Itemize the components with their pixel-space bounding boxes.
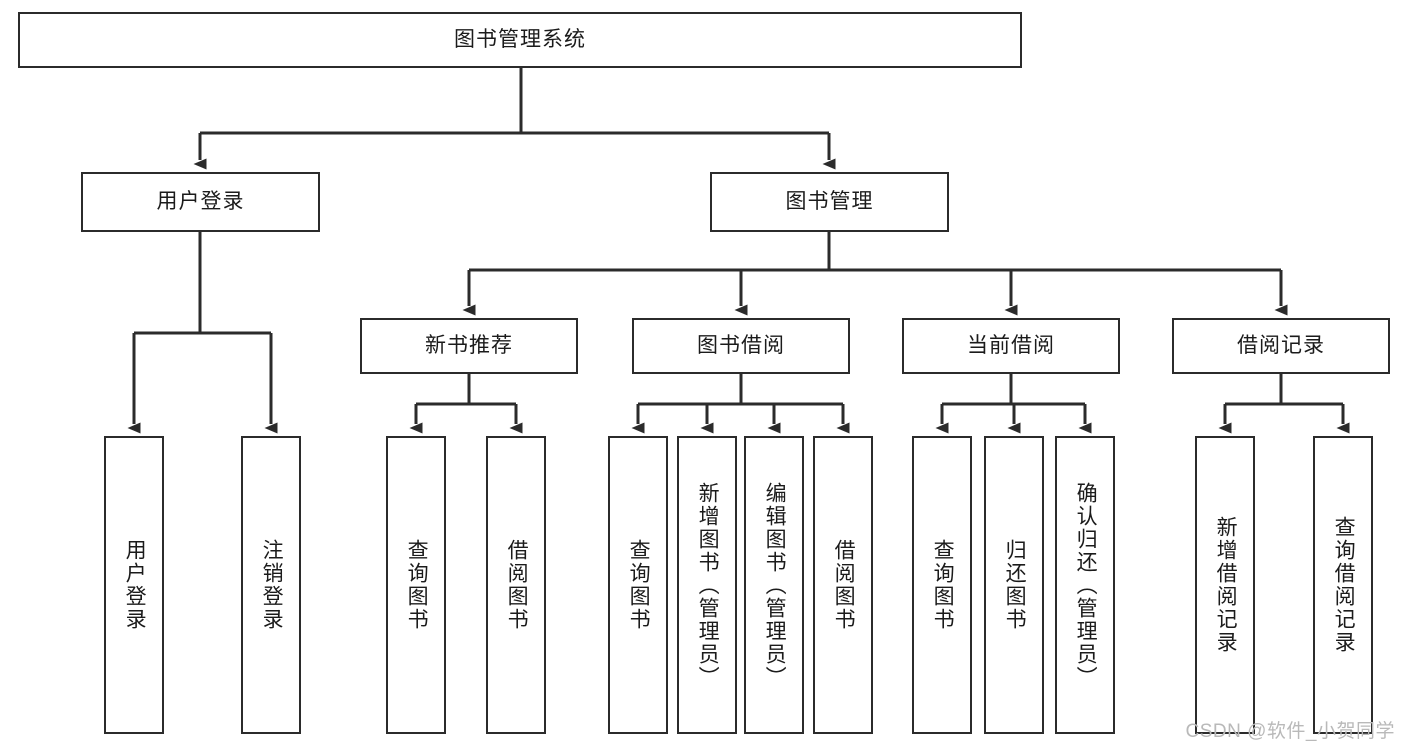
node-leaf-query-book-borrow[interactable]: 查询图书	[608, 436, 668, 734]
node-leaf-query-book-current[interactable]: 查询图书	[912, 436, 972, 734]
node-leaf-query-book-recommend[interactable]: 查询图书	[386, 436, 446, 734]
node-leaf-add-book-admin[interactable]: 新增图书（管理员）	[677, 436, 737, 734]
node-label-leaf-query-book-recommend: 查询图书	[405, 539, 429, 631]
node-label-leaf-query-book-current: 查询图书	[931, 539, 955, 631]
node-book-management[interactable]: 图书管理	[710, 172, 949, 232]
node-label-borrow-record: 借阅记录	[1237, 334, 1325, 358]
node-label-leaf-logout: 注销登录	[260, 539, 284, 631]
node-label-root: 图书管理系统	[454, 28, 586, 52]
user-login-connectors	[127, 232, 278, 434]
node-leaf-borrow-book-recommend[interactable]: 借阅图书	[486, 436, 546, 734]
node-leaf-logout[interactable]: 注销登录	[241, 436, 301, 734]
book-management-connectors	[462, 232, 1288, 316]
node-borrow-record[interactable]: 借阅记录	[1172, 318, 1390, 374]
borrow-record-connectors	[1218, 374, 1350, 434]
node-label-book-management: 图书管理	[785, 190, 874, 214]
node-label-leaf-add-borrow-record: 新增借阅记录	[1214, 516, 1238, 654]
node-leaf-add-borrow-record[interactable]: 新增借阅记录	[1195, 436, 1255, 734]
node-label-new-book-recommend: 新书推荐	[425, 334, 513, 358]
node-leaf-query-borrow-record[interactable]: 查询借阅记录	[1313, 436, 1373, 734]
node-label-leaf-user-login: 用户登录	[123, 539, 147, 631]
root-connectors	[193, 68, 836, 170]
node-label-leaf-query-borrow-record: 查询借阅记录	[1332, 516, 1356, 654]
node-leaf-confirm-return-admin[interactable]: 确认归还（管理员）	[1055, 436, 1115, 734]
node-leaf-user-login[interactable]: 用户登录	[104, 436, 164, 734]
node-label-user-login: 用户登录	[156, 190, 245, 214]
node-leaf-return-book[interactable]: 归还图书	[984, 436, 1044, 734]
current-borrow-connectors	[935, 374, 1092, 434]
node-leaf-borrow-book[interactable]: 借阅图书	[813, 436, 873, 734]
node-label-current-borrow: 当前借阅	[967, 334, 1055, 358]
node-label-leaf-borrow-book-recommend: 借阅图书	[505, 539, 529, 631]
node-label-leaf-borrow-book: 借阅图书	[832, 539, 856, 631]
node-root[interactable]: 图书管理系统	[18, 12, 1022, 68]
node-label-leaf-return-book: 归还图书	[1003, 539, 1027, 631]
node-label-leaf-add-book-admin: 新增图书（管理员）	[696, 481, 720, 689]
node-new-book-recommend[interactable]: 新书推荐	[360, 318, 578, 374]
node-label-leaf-query-book-borrow: 查询图书	[627, 539, 651, 631]
node-current-borrow[interactable]: 当前借阅	[902, 318, 1120, 374]
book-borrow-connectors	[631, 374, 850, 434]
node-label-leaf-edit-book-admin: 编辑图书（管理员）	[763, 481, 787, 689]
node-leaf-edit-book-admin[interactable]: 编辑图书（管理员）	[744, 436, 804, 734]
csdn-watermark: CSDN @软件_小贺同学	[1185, 721, 1395, 742]
new-book-recommend-connectors	[409, 374, 523, 434]
node-user-login[interactable]: 用户登录	[81, 172, 320, 232]
node-label-book-borrow: 图书借阅	[697, 334, 785, 358]
node-label-leaf-confirm-return-admin: 确认归还（管理员）	[1074, 481, 1098, 689]
node-book-borrow[interactable]: 图书借阅	[632, 318, 850, 374]
